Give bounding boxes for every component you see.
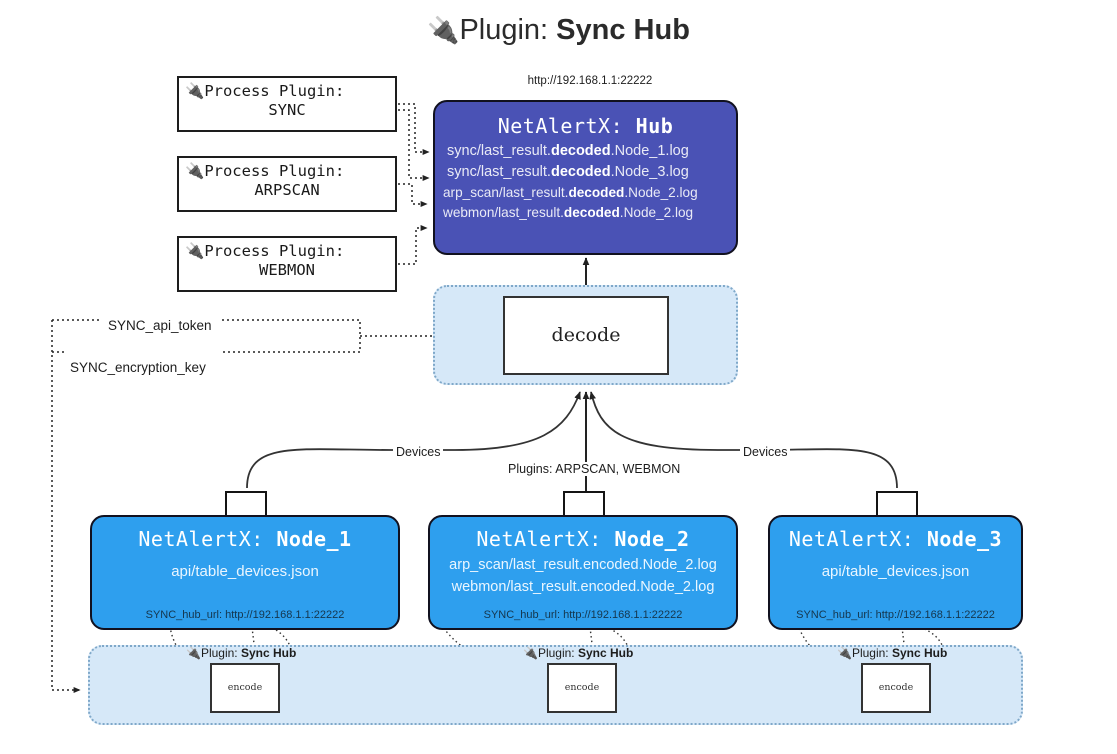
encoder-plugin-label: 🔌Plugin: Sync Hub — [523, 646, 634, 660]
node-hub-url: SYNC_hub_url: http://192.168.1.1:22222 — [483, 609, 683, 621]
node-1[interactable]: NetAlertX: Node_1 api/table_devices.json… — [90, 515, 400, 630]
plug-icon: 🔌 — [185, 82, 205, 100]
page-title-name: Sync Hub — [556, 14, 690, 46]
process-plugin-name: SYNC — [268, 101, 306, 119]
encode-label: encode — [878, 682, 914, 693]
hub-title: NetAlertX: Hub — [497, 114, 674, 138]
edge-label-devices-right: Devices — [740, 445, 791, 459]
hub-url-label: http://192.168.1.1:22222 — [527, 75, 653, 87]
page-title-prefix: Plugin: — [459, 14, 557, 46]
edge-label-devices-left: Devices — [393, 445, 444, 459]
process-plugin-name: WEBMON — [259, 261, 315, 279]
decode-box[interactable]: decode — [503, 296, 669, 375]
hub-node[interactable]: NetAlertX: Hub sync/last_result.decoded.… — [433, 100, 738, 255]
node-hub-url: SYNC_hub_url: http://192.168.1.1:22222 — [796, 609, 995, 621]
node-hub-url: SYNC_hub_url: http://192.168.1.1:22222 — [145, 609, 345, 621]
node-title: NetAlertX: Node_1 — [138, 527, 352, 551]
encode-box-node-2[interactable]: encode — [547, 663, 617, 713]
process-plugin-sync[interactable]: 🔌Process Plugin: SYNC — [177, 76, 397, 132]
encode-box-node-3[interactable]: encode — [861, 663, 931, 713]
encode-box-node-1[interactable]: encode — [210, 663, 280, 713]
edge-label-plugins: Plugins: ARPSCAN, WEBMON — [505, 462, 684, 476]
plug-icon: 🔌 — [837, 646, 852, 660]
process-plugin-label: 🔌Process Plugin: — [185, 242, 345, 260]
process-plugin-label: 🔌Process Plugin: — [185, 162, 345, 180]
node-title: NetAlertX: Node_3 — [788, 527, 1003, 551]
node-line: webmon/last_result.encoded.Node_2.log — [451, 579, 715, 595]
node-2[interactable]: NetAlertX: Node_2 arp_scan/last_result.e… — [428, 515, 738, 630]
page-title: 🔌Plugin: Sync Hub — [0, 14, 1117, 47]
hub-log-line: sync/last_result.decoded.Node_3.log — [447, 164, 689, 180]
node-line: api/table_devices.json — [821, 563, 970, 580]
setting-encryption-key-label: SYNC_encryption_key — [66, 360, 210, 375]
encoder-plugin-label: 🔌Plugin: Sync Hub — [186, 646, 297, 660]
process-plugin-arpscan[interactable]: 🔌Process Plugin: ARPSCAN — [177, 156, 397, 212]
node-title: NetAlertX: Node_2 — [476, 527, 690, 551]
plug-icon: 🔌 — [185, 162, 205, 180]
process-plugin-name: ARPSCAN — [254, 181, 320, 199]
node-line: api/table_devices.json — [171, 563, 319, 580]
hub-log-line: arp_scan/last_result.decoded.Node_2.log — [443, 185, 698, 200]
encode-label: encode — [564, 682, 600, 693]
hub-log-line: webmon/last_result.decoded.Node_2.log — [443, 205, 694, 220]
node-3[interactable]: NetAlertX: Node_3 api/table_devices.json… — [768, 515, 1023, 630]
plug-icon: 🔌 — [427, 15, 460, 45]
encode-label: encode — [227, 682, 263, 693]
plug-icon: 🔌 — [523, 646, 538, 660]
setting-api-token-label: SYNC_api_token — [104, 318, 216, 333]
plug-icon: 🔌 — [186, 646, 201, 660]
plug-icon: 🔌 — [185, 242, 205, 260]
process-plugin-label: 🔌Process Plugin: — [185, 82, 345, 100]
node-line: arp_scan/last_result.encoded.Node_2.log — [449, 557, 717, 573]
hub-log-line: sync/last_result.decoded.Node_1.log — [447, 143, 689, 159]
decode-label: decode — [551, 324, 621, 346]
encoder-plugin-label: 🔌Plugin: Sync Hub — [837, 646, 948, 660]
process-plugin-webmon[interactable]: 🔌Process Plugin: WEBMON — [177, 236, 397, 292]
